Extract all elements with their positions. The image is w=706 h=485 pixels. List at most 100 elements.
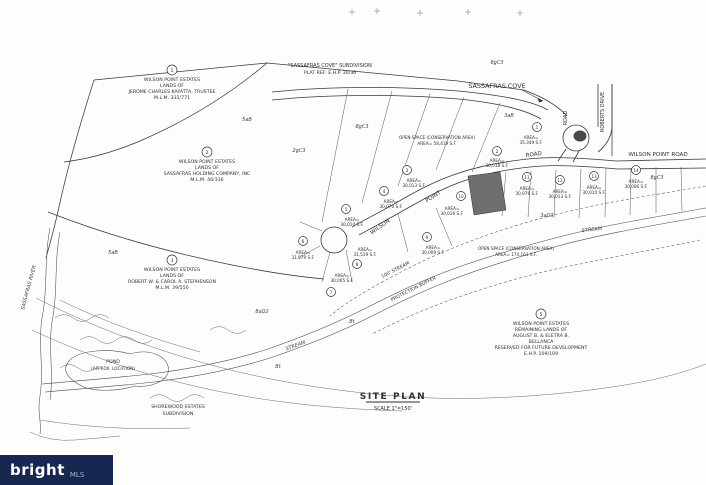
cul-de-sac-west [320, 226, 348, 254]
site-plan-title: SITE PLAN [360, 392, 426, 402]
svg-text:30,016 S.F.: 30,016 S.F. [440, 211, 463, 216]
open-space-upper-line1: OPEN SPACE (CONSERVATION AREA) [399, 135, 475, 140]
open-space-lower-line2: AREA= 174,161 S.F. [495, 252, 537, 257]
shorewood-label-line2: SUBDIVISION [163, 411, 194, 417]
svg-text:BELLANCA: BELLANCA [529, 339, 554, 345]
shorewood-label-line1: SHOREWOOD ESTATES [151, 404, 205, 410]
open-space-upper-line2: AREA= 58,419 S.F. [417, 141, 456, 146]
soil-labels: 5aB 8gC3 2gC3 8gC3 3aB 8gC3 3aD3 5aB 8aD… [108, 60, 663, 315]
svg-text:30,006 S.F.: 30,006 S.F. [624, 184, 647, 189]
svg-text:AUGUST B. & ELETRA B.: AUGUST B. & ELETRA B. [513, 333, 569, 339]
sassafras-cove-road-label: SASSAFRAS COVE [468, 82, 525, 90]
svg-text:LANDS OF: LANDS OF [195, 165, 219, 171]
soil-bt-label-1: Bt [349, 319, 355, 325]
parcel-5-label: 5 WILSON POINT ESTATES REMAINING LANDS O… [495, 308, 588, 357]
pond-shape [65, 350, 169, 391]
svg-text:4: 4 [383, 189, 386, 194]
svg-text:30,013 S.F.: 30,013 S.F. [402, 183, 425, 188]
svg-text:WILSON POINT ESTATES: WILSON POINT ESTATES [179, 159, 235, 165]
svg-text:31,579 S.F.: 31,579 S.F. [291, 255, 314, 260]
svg-text:ROBERT W. & CAROL A. STEPHENSO: ROBERT W. & CAROL A. STEPHENSON [128, 279, 217, 285]
svg-text:5aB: 5aB [242, 117, 252, 123]
svg-text:10: 10 [458, 194, 464, 199]
brightmls-logo: bright MLS [0, 455, 113, 485]
svg-text:E.H.P. 109/109: E.H.P. 109/109 [524, 351, 558, 357]
svg-text:2: 2 [496, 149, 499, 154]
svg-text:14: 14 [633, 168, 639, 173]
pond-label-line2: (APPROX. LOCATION) [91, 366, 135, 371]
stream-buffer-lines [329, 185, 706, 335]
parcel-1-label: 1 WILSON POINT ESTATES LANDS OF JEROME C… [127, 64, 216, 101]
svg-text:AREA=: AREA= [407, 178, 422, 183]
svg-text:3: 3 [171, 258, 174, 264]
svg-text:AREA=: AREA= [345, 217, 360, 222]
svg-text:AREA=: AREA= [426, 245, 441, 250]
svg-text:LANDS OF: LANDS OF [160, 83, 184, 89]
roberts-drive-label: ROBERTS DRIVE [600, 92, 606, 132]
svg-text:30,976 S.F.: 30,976 S.F. [515, 191, 538, 196]
brightmls-mls-text: MLS [69, 471, 85, 479]
cul-de-sac-island [573, 130, 587, 142]
svg-text:RESERVED FOR FUTURE DEVELOPMEN: RESERVED FOR FUTURE DEVELOPMENT [495, 345, 588, 351]
lot-markers: 1 AREA=35,349 S.F. 2 AREA=30,018 S.F. 3 … [291, 122, 648, 297]
survey-ticks [349, 8, 523, 16]
parcel-2-label: 2 WILSON POINT ESTATES LANDS OF SASSAFRA… [164, 146, 251, 183]
svg-text:1: 1 [536, 125, 539, 130]
river-lines [38, 227, 61, 435]
svg-text:M.L.M. 39/550: M.L.M. 39/550 [155, 285, 188, 291]
road-mid-label: ROAD [525, 151, 542, 159]
point-label: POINT [425, 190, 443, 205]
svg-text:5: 5 [345, 207, 348, 212]
svg-text:2: 2 [206, 150, 209, 156]
svg-text:8gC3: 8gC3 [650, 175, 663, 181]
svg-text:2gC3: 2gC3 [292, 148, 305, 154]
svg-text:AREA=: AREA= [296, 250, 311, 255]
svg-text:3: 3 [406, 168, 409, 173]
svg-text:AREA=: AREA= [524, 135, 539, 140]
svg-text:WILSON POINT ESTATES: WILSON POINT ESTATES [144, 267, 200, 273]
cul-de-sac-north [562, 124, 590, 152]
svg-text:1: 1 [171, 68, 174, 74]
svg-text:31,519 S.F.: 31,519 S.F. [353, 252, 376, 257]
plat-note-line1: "SASSAFRAS COVE" SUBDIVISION [288, 63, 372, 69]
svg-text:12: 12 [557, 178, 563, 183]
svg-text:13: 13 [591, 174, 597, 179]
buffer-label-line1: 100' STREAM [380, 260, 410, 279]
svg-text:AREA=: AREA= [335, 273, 350, 278]
stream-lines [41, 207, 706, 393]
svg-text:LANDS OF: LANDS OF [160, 273, 184, 279]
svg-text:5aB: 5aB [108, 250, 118, 256]
svg-text:5: 5 [540, 312, 543, 318]
svg-text:11: 11 [524, 175, 530, 180]
svg-text:AREA=: AREA= [520, 186, 535, 191]
stream-label-right: STREAM [581, 226, 603, 234]
svg-text:30,018 S.F.: 30,018 S.F. [485, 163, 508, 168]
svg-text:3aD3: 3aD3 [540, 213, 553, 219]
svg-text:AREA=: AREA= [553, 189, 568, 194]
wilson-point-road-label: WILSON POINT ROAD [628, 152, 687, 158]
lot-division-lines [297, 88, 683, 283]
svg-text:M.L.M. 46/336: M.L.M. 46/336 [190, 177, 223, 183]
svg-text:8gC3: 8gC3 [490, 60, 503, 66]
road-north-label: ROAD [563, 111, 569, 126]
svg-text:35,349 S.F.: 35,349 S.F. [519, 140, 542, 145]
svg-text:AREA=: AREA= [587, 185, 602, 190]
svg-text:AREA=: AREA= [490, 158, 505, 163]
svg-text:AREA=: AREA= [629, 179, 644, 184]
parcel-3-label: 3 WILSON POINT ESTATES LANDS OF ROBERT W… [128, 254, 217, 291]
svg-text:AREA=: AREA= [384, 199, 399, 204]
svg-text:3aB: 3aB [504, 113, 514, 119]
shaded-lot-parcel [467, 171, 507, 216]
svg-text:30,013 S.F.: 30,013 S.F. [548, 194, 571, 199]
svg-text:6: 6 [302, 239, 305, 244]
soil-bt-label-2: Bt [275, 364, 281, 370]
terrain-lines [29, 297, 706, 441]
plat-note-line2: PLAT REF: E.H.P. 30/36 [304, 70, 356, 76]
property-boundary-lines [45, 62, 613, 280]
svg-text:WILSON POINT ESTATES: WILSON POINT ESTATES [144, 77, 200, 83]
svg-text:AREA=: AREA= [358, 247, 373, 252]
svg-text:8: 8 [356, 262, 359, 267]
svg-text:30,005 S.F.: 30,005 S.F. [330, 278, 353, 283]
buffer-label-line2: PROTECTION BUFFER [390, 275, 438, 303]
